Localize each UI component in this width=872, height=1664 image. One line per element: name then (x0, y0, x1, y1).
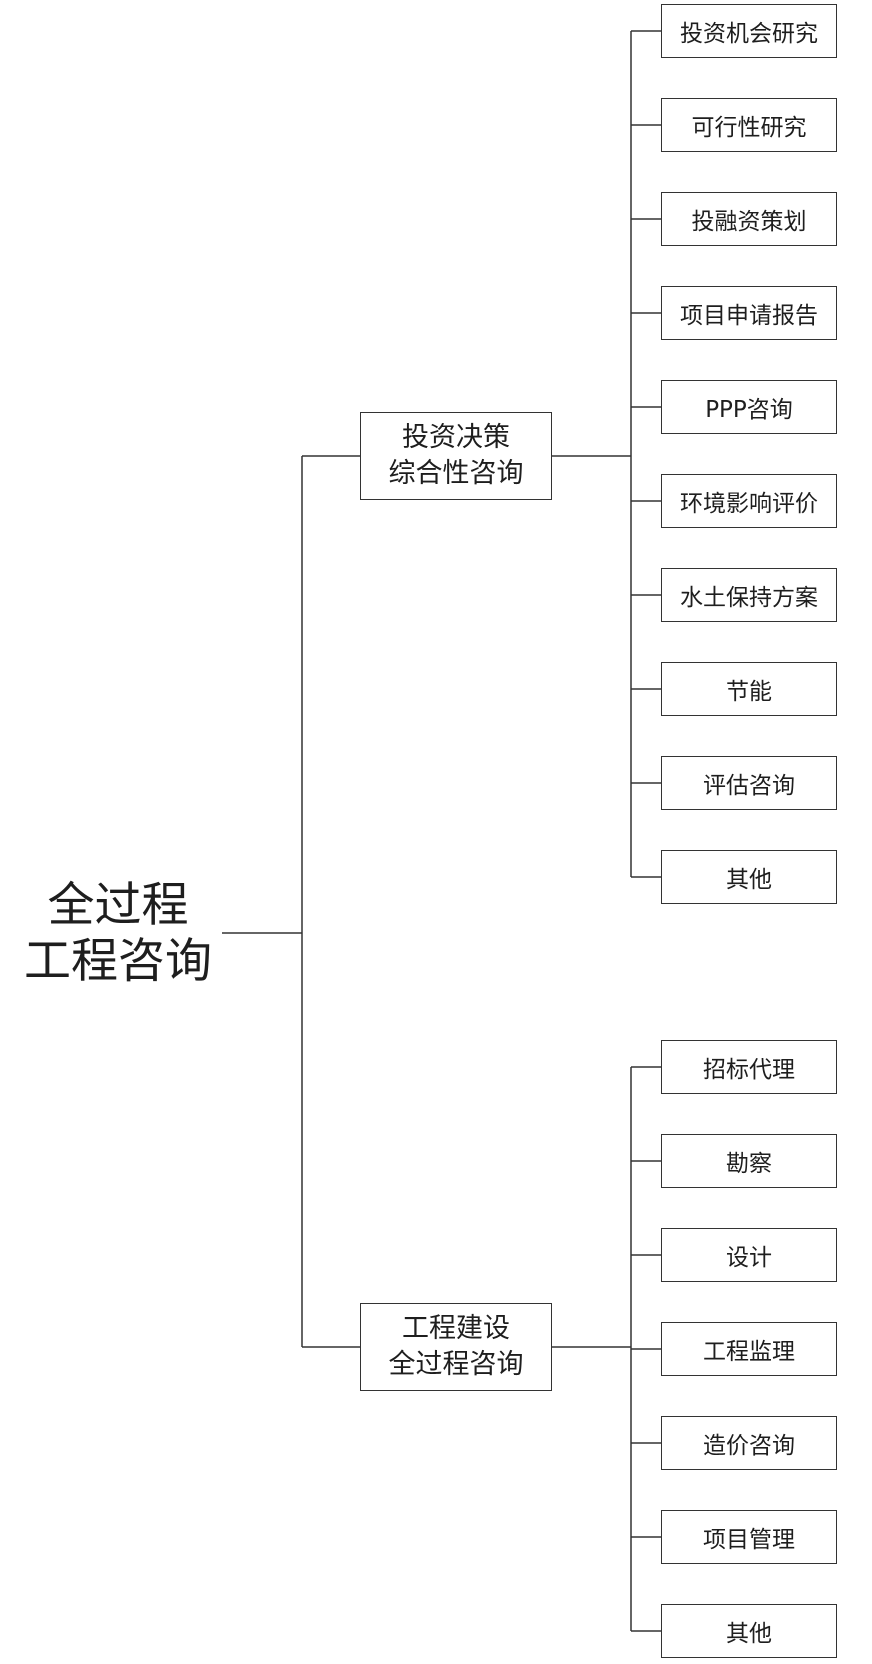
leaf-node: 项目申请报告 (661, 286, 837, 340)
leaf-node: 招标代理 (661, 1040, 837, 1094)
root-title-line-2: 工程咨询 (24, 934, 212, 989)
leaf-node: 工程监理 (661, 1322, 837, 1376)
branch-title-line-2: 全过程咨询 (388, 1349, 524, 1380)
leaf-node: 其他 (661, 1604, 837, 1658)
leaf-node: 勘察 (661, 1134, 837, 1188)
leaf-node: 节能 (661, 662, 837, 716)
leaf-node: 评估咨询 (661, 756, 837, 810)
branch-title-line-1: 投资决策 (402, 422, 510, 453)
branch-title-line-2: 综合性咨询 (388, 458, 524, 489)
leaf-node: 设计 (661, 1228, 837, 1282)
branch-investment-decision: 投资决策 综合性咨询 (360, 412, 552, 500)
branch-title-line-1: 工程建设 (402, 1313, 510, 1344)
leaf-node: 其他 (661, 850, 837, 904)
leaf-node: PPP咨询 (661, 380, 837, 434)
leaf-node: 环境影响评价 (661, 474, 837, 528)
leaf-node: 投融资策划 (661, 192, 837, 246)
leaf-node: 造价咨询 (661, 1416, 837, 1470)
root-node: 全过程 工程咨询 (22, 878, 214, 990)
root-title-line-1: 全过程 (47, 878, 189, 933)
branch-construction: 工程建设 全过程咨询 (360, 1303, 552, 1391)
leaf-node: 投资机会研究 (661, 4, 837, 58)
leaf-node: 项目管理 (661, 1510, 837, 1564)
leaf-node: 可行性研究 (661, 98, 837, 152)
leaf-node: 水土保持方案 (661, 568, 837, 622)
